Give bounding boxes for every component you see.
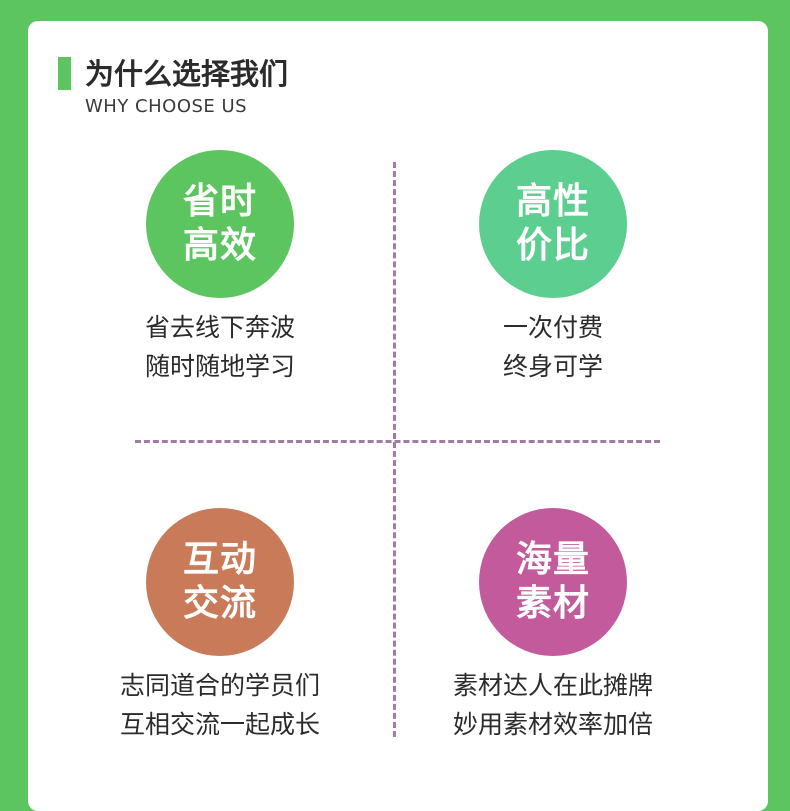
feature-description: 素材达人在此摊牌 妙用素材效率加倍 <box>403 666 703 744</box>
feature-circle-line: 交流 <box>182 583 257 624</box>
content-card: 为什么选择我们 WHY CHOOSE US 省时 高效 省去线下奔波 随时随地学… <box>28 21 768 811</box>
feature-circle: 海量 素材 <box>479 508 627 656</box>
vertical-divider <box>393 162 396 737</box>
feature-circle-line: 素材 <box>515 583 590 624</box>
section-title: 为什么选择我们 <box>85 57 289 91</box>
feature-description: 省去线下奔波 随时随地学习 <box>70 308 370 386</box>
feature-circle-line: 高性 <box>515 181 590 222</box>
feature-interaction: 互动 交流 志同道合的学员们 互相交流一起成长 <box>70 508 370 744</box>
horizontal-divider <box>135 440 660 443</box>
feature-circle: 互动 交流 <box>146 508 294 656</box>
feature-circle: 高性 价比 <box>479 150 627 298</box>
feature-description-line: 随时随地学习 <box>144 352 295 381</box>
feature-description-line: 素材达人在此摊牌 <box>452 671 653 700</box>
feature-circle-line: 省时 <box>182 181 257 222</box>
feature-circle-line: 高效 <box>182 225 257 266</box>
feature-circle: 省时 高效 <box>146 150 294 298</box>
feature-circle-line: 互动 <box>182 539 257 580</box>
feature-circle-line: 海量 <box>515 539 590 580</box>
feature-materials: 海量 素材 素材达人在此摊牌 妙用素材效率加倍 <box>403 508 703 744</box>
feature-description-line: 终身可学 <box>502 352 603 381</box>
feature-description-line: 妙用素材效率加倍 <box>452 710 653 739</box>
feature-description-line: 互相交流一起成长 <box>119 710 320 739</box>
section-subtitle: WHY CHOOSE US <box>85 96 248 117</box>
feature-description: 志同道合的学员们 互相交流一起成长 <box>70 666 370 744</box>
feature-circle-line: 价比 <box>515 225 590 266</box>
feature-description-line: 一次付费 <box>502 313 603 342</box>
feature-description-line: 志同道合的学员们 <box>119 671 320 700</box>
feature-time-saving: 省时 高效 省去线下奔波 随时随地学习 <box>70 150 370 386</box>
feature-description: 一次付费 终身可学 <box>403 308 703 386</box>
feature-description-line: 省去线下奔波 <box>144 313 295 342</box>
title-accent-bar <box>58 57 71 90</box>
feature-cost-effective: 高性 价比 一次付费 终身可学 <box>403 150 703 386</box>
